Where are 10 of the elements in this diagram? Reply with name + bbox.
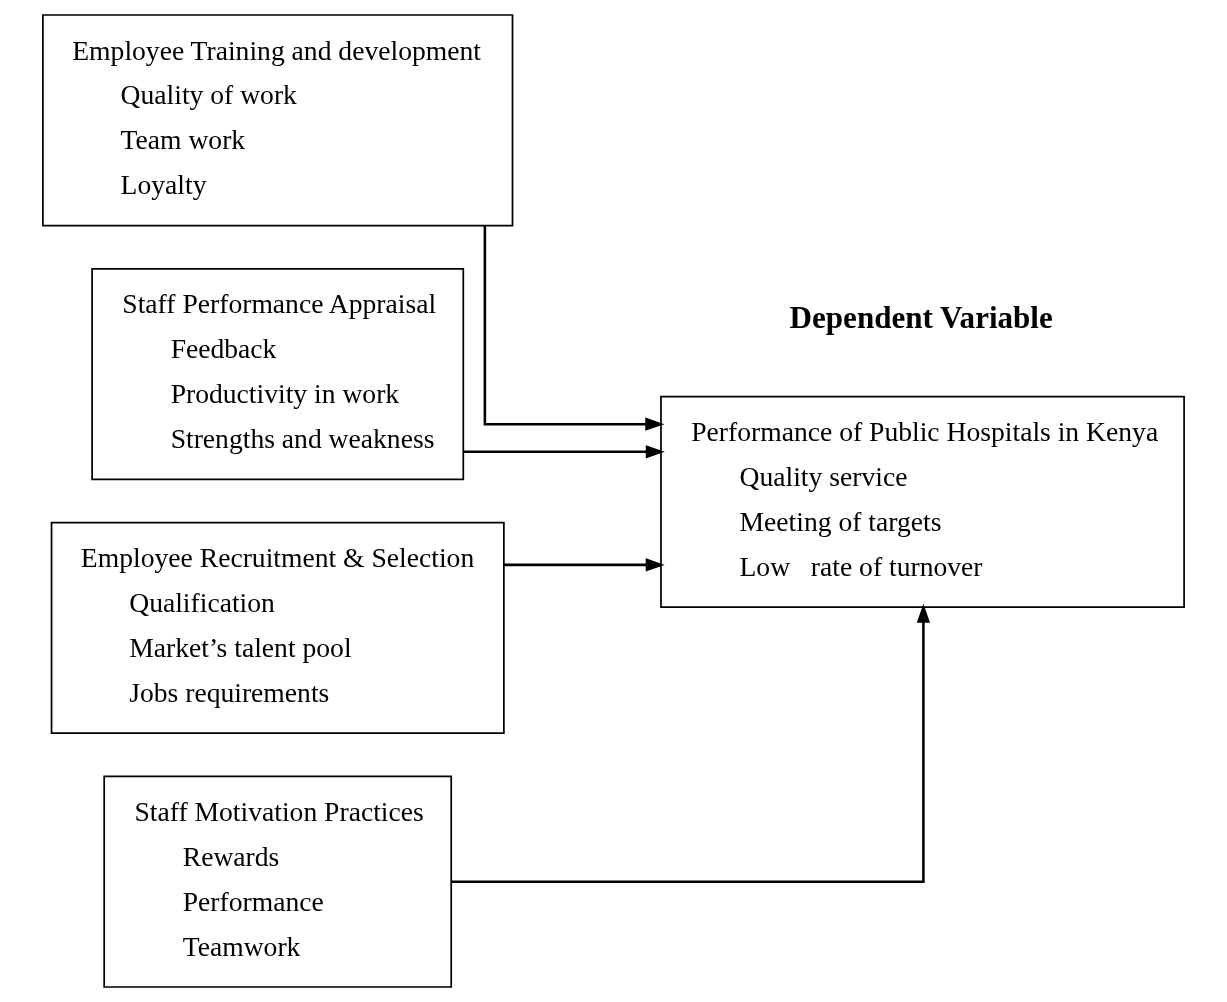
node-box: Performance of Public Hospitals in Kenya Quality service Meeting of targets Low rate of turnover (660, 395, 1185, 609)
arrow (483, 225, 665, 431)
node-box: Staff Motivation Practices Rewards Performance Teamwork (103, 775, 453, 988)
node-box: Employee Recruitment & Selection Qualification Market’s talent pool Jobs requirements (50, 521, 505, 735)
label: Dependent Variable (789, 300, 1053, 336)
arrow (451, 603, 931, 883)
node-box: Employee Training and development Quality of work Team work Loyalty (42, 14, 514, 227)
arrow (504, 558, 665, 572)
arrow (463, 445, 665, 459)
node-box: Staff Performance Appraisal Feedback Productivity in work Strengths and weakness (91, 267, 465, 481)
